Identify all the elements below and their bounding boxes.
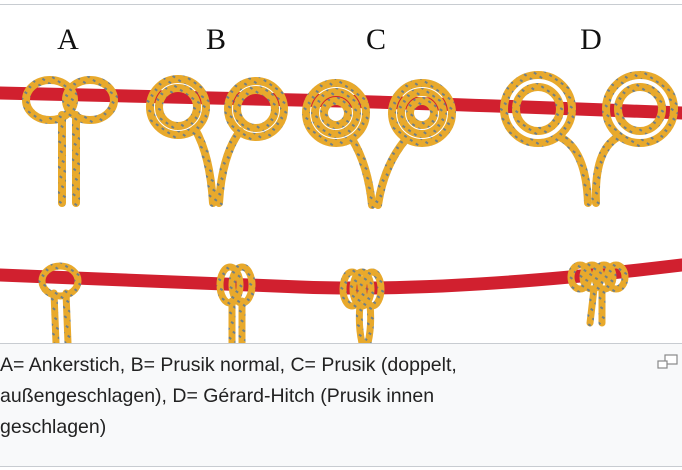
magnify-clip-icon[interactable] bbox=[657, 354, 679, 370]
top-border bbox=[0, 4, 682, 5]
label-c: C bbox=[366, 23, 386, 56]
knot-a-tight bbox=[38, 262, 82, 343]
image-caption: A= Ankerstich, B= Prusik normal, C= Prus… bbox=[0, 343, 682, 467]
knot-d-loose bbox=[500, 71, 678, 207]
label-b: B bbox=[206, 23, 226, 56]
caption-text: A= Ankerstich, B= Prusik normal, C= Prus… bbox=[0, 350, 620, 443]
caption-line-1: A= Ankerstich, B= Prusik normal, C= Prus… bbox=[0, 354, 457, 376]
knot-c-tight bbox=[339, 268, 385, 343]
knot-illustration: A B C D bbox=[0, 23, 682, 343]
knot-a-loose bbox=[22, 76, 118, 207]
label-a: A bbox=[57, 23, 79, 56]
knot-b-tight bbox=[216, 263, 256, 343]
knot-c-loose bbox=[302, 79, 456, 209]
knot-image[interactable]: A B C D bbox=[0, 5, 682, 343]
knot-d-tight bbox=[567, 261, 629, 327]
rope-bottom bbox=[0, 258, 682, 295]
label-d: D bbox=[580, 23, 602, 56]
knot-b-loose bbox=[146, 75, 288, 207]
caption-line-3: geschlagen) bbox=[0, 416, 107, 438]
caption-line-2: außengeschlagen), D= Gérard-Hitch (Prusi… bbox=[0, 385, 435, 407]
